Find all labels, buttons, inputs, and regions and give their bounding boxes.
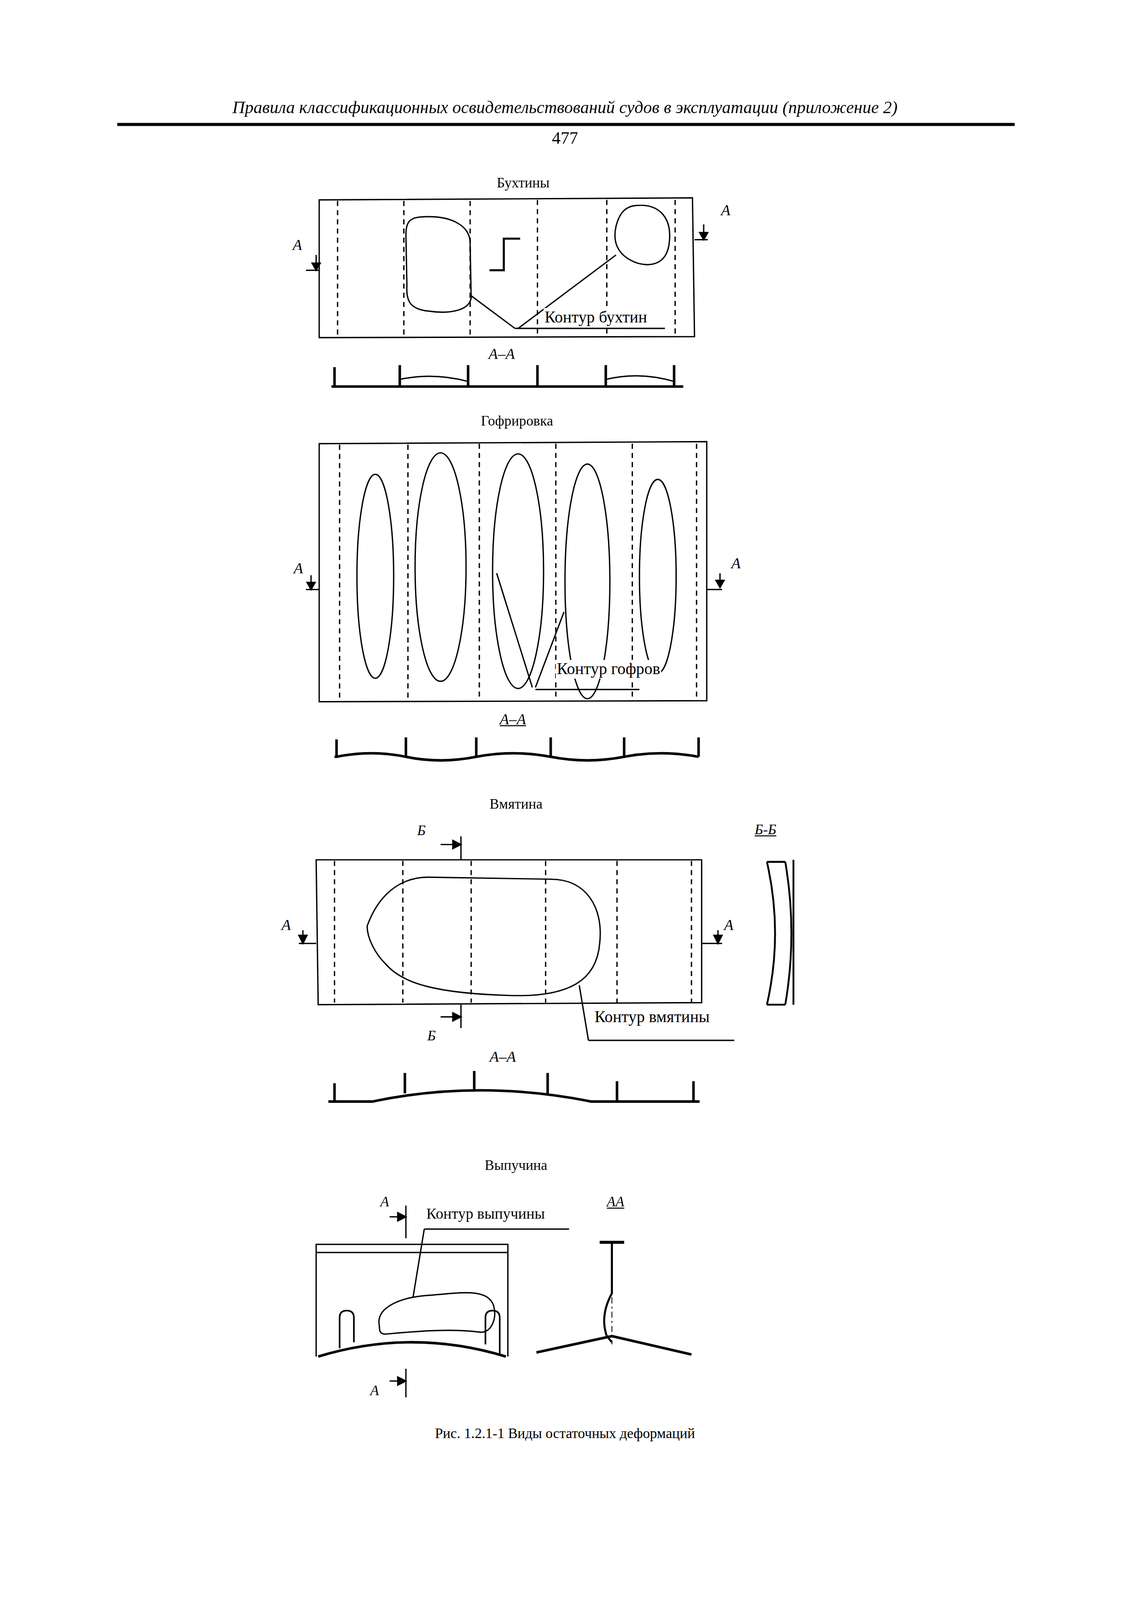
figure-label: Выпучина — [483, 1157, 549, 1173]
figure-label: Б — [415, 823, 427, 839]
figure-label: А — [369, 1382, 381, 1399]
figure-caption: Рис. 1.2.1-1 Виды остаточных деформаций — [433, 1425, 696, 1442]
dent-figure — [298, 836, 794, 1102]
figure-label: А — [292, 560, 305, 577]
figure-label: Б — [426, 1027, 437, 1044]
figure-label: Вмятина — [488, 796, 544, 813]
figure-label: АА — [605, 1194, 626, 1210]
figure-label: Контур выпучины — [425, 1205, 546, 1223]
figure-label: Бухтины — [495, 175, 551, 192]
figure-label: А — [280, 916, 292, 934]
figure-label: Б-Б — [753, 821, 778, 838]
running-header: Правила классификационных освидетельство… — [231, 98, 899, 119]
figure-label: А — [730, 555, 742, 572]
figure-label: А–А — [487, 345, 516, 363]
page-number: 477 — [550, 129, 579, 149]
buckle-figure — [316, 1205, 692, 1397]
figure-label: А — [379, 1194, 391, 1210]
figure-label: Контур бухтин — [543, 307, 649, 326]
figure-label: А–А — [488, 1048, 517, 1066]
figure-label: А — [291, 236, 304, 254]
header-rule — [117, 123, 1015, 125]
figure-label: А — [720, 202, 732, 219]
corrugation-figure — [306, 441, 725, 761]
figure-label: А–А — [498, 710, 528, 728]
figure-label: Гофрировка — [479, 413, 555, 429]
figure-label: А — [723, 916, 735, 934]
bulges-figure — [306, 197, 708, 387]
figure-label: Контур вмятины — [593, 1007, 711, 1026]
figure-label: Контур гофров — [555, 659, 662, 678]
